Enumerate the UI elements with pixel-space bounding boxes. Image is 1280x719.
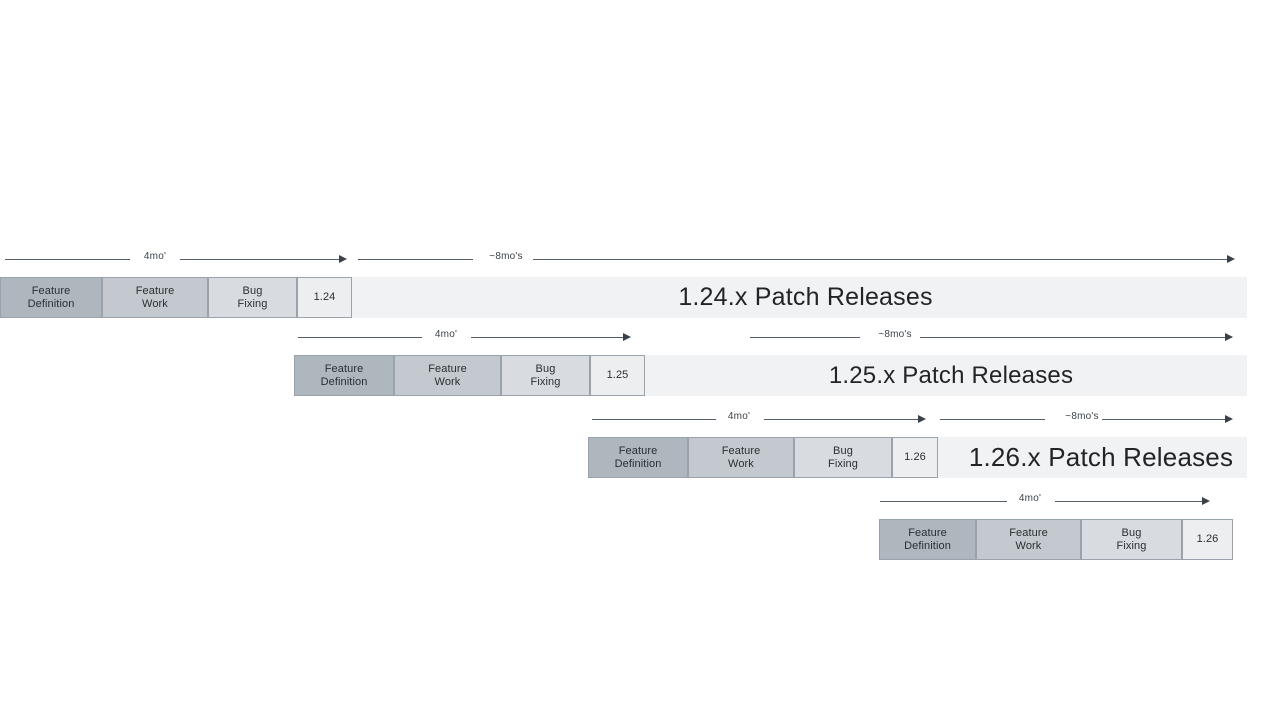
phase-label-line1: Feature — [618, 444, 658, 457]
phase-label-line2: Work — [434, 375, 461, 388]
patch-release-label: 1.25.x Patch Releases — [828, 361, 1074, 389]
phase-label-line1: Bug — [1121, 526, 1142, 539]
phase-label-line1: Feature — [428, 362, 467, 375]
phase-feature-work[interactable]: Feature Work — [688, 437, 794, 478]
measure-line-left — [358, 259, 473, 260]
phase-feature-work[interactable]: Feature Work — [976, 519, 1081, 560]
phase-label-line2: Fixing — [530, 375, 561, 388]
arrow-head-icon — [1225, 333, 1233, 341]
version-box[interactable]: 1.26 — [1182, 519, 1233, 560]
arrow-head-icon — [623, 333, 631, 341]
phase-label-line2: Fixing — [237, 297, 268, 310]
measure-line-left — [750, 337, 860, 338]
version-label: 1.24 — [313, 291, 336, 303]
measure-line-right — [533, 259, 1227, 260]
phase-bug-fixing[interactable]: Bug Fixing — [208, 277, 297, 318]
phase-feature-work[interactable]: Feature Work — [102, 277, 208, 318]
version-label: 1.26 — [1196, 533, 1219, 545]
measure-label: ~8mo's — [878, 329, 912, 340]
phase-feature-work[interactable]: Feature Work — [394, 355, 501, 396]
phase-label-line2: Definition — [27, 297, 75, 310]
dev-duration-measure-1-24: 4mo' — [5, 251, 350, 269]
phase-label-line2: Work — [1015, 539, 1042, 552]
phase-label-line2: Fixing — [1116, 539, 1147, 552]
phase-label-line1: Feature — [324, 362, 364, 375]
phase-label-line2: Definition — [320, 375, 368, 388]
version-label: 1.26 — [904, 451, 926, 463]
phase-bug-fixing[interactable]: Bug Fixing — [1081, 519, 1182, 560]
dev-duration-measure-next: 4mo' — [880, 493, 1225, 511]
measure-line-left — [298, 337, 422, 338]
phase-bug-fixing[interactable]: Bug Fixing — [794, 437, 892, 478]
phase-feature-definition[interactable]: Feature Definition — [0, 277, 102, 318]
measure-label: 4mo' — [727, 411, 751, 422]
phase-label-line2: Definition — [614, 457, 662, 470]
phase-label-line2: Fixing — [828, 457, 858, 470]
phase-label-line1: Feature — [1009, 526, 1048, 539]
patch-release-label: 1.24.x Patch Releases — [678, 283, 933, 311]
phase-label-line1: Feature — [721, 444, 761, 457]
measure-line-right — [1102, 419, 1225, 420]
measure-line-left — [940, 419, 1045, 420]
measure-label: 4mo' — [1018, 493, 1042, 504]
measure-line-left — [592, 419, 716, 420]
patch-release-band-1-26: 1.26.x Patch Releases — [937, 437, 1247, 478]
phase-boxes-next: Feature Definition Feature Work Bug Fixi… — [879, 519, 1233, 560]
phase-label-line1: Feature — [135, 284, 175, 297]
phase-boxes-1-26: Feature Definition Feature Work Bug Fixi… — [588, 437, 938, 478]
version-box[interactable]: 1.25 — [590, 355, 645, 396]
measure-line-left — [5, 259, 130, 260]
phase-boxes-1-24: Feature Definition Feature Work Bug Fixi… — [0, 277, 352, 318]
phase-label-line2: Definition — [904, 539, 951, 552]
phase-label-line1: Bug — [242, 284, 263, 297]
arrow-head-icon — [339, 255, 347, 263]
measure-line-left — [880, 501, 1007, 502]
patch-duration-measure-1-25: ~8mo's — [750, 329, 1240, 347]
phase-label-line1: Bug — [833, 444, 853, 457]
patch-release-band-1-25: 1.25.x Patch Releases — [645, 355, 1247, 396]
phase-bug-fixing[interactable]: Bug Fixing — [501, 355, 590, 396]
measure-line-right — [920, 337, 1225, 338]
patch-release-label: 1.26.x Patch Releases — [968, 442, 1234, 472]
arrow-head-icon — [918, 415, 926, 423]
measure-line-right — [1055, 501, 1205, 502]
phase-label-line2: Work — [142, 297, 168, 310]
phase-feature-definition[interactable]: Feature Definition — [879, 519, 976, 560]
dev-duration-measure-1-26: 4mo' — [592, 411, 934, 429]
patch-duration-measure-1-24: ~8mo's — [358, 251, 1238, 269]
patch-duration-measure-1-26: ~8mo's — [940, 411, 1240, 429]
measure-label: 4mo' — [143, 251, 167, 262]
measure-label: 4mo' — [434, 329, 458, 340]
measure-line-right — [180, 259, 342, 260]
phase-label-line1: Feature — [908, 526, 947, 539]
version-label: 1.25 — [606, 369, 629, 381]
measure-line-right — [764, 419, 920, 420]
arrow-head-icon — [1202, 497, 1210, 505]
phase-label-line2: Work — [728, 457, 754, 470]
phase-feature-definition[interactable]: Feature Definition — [294, 355, 394, 396]
arrow-head-icon — [1227, 255, 1235, 263]
dev-duration-measure-1-25: 4mo' — [298, 329, 638, 347]
measure-label: ~8mo's — [489, 251, 523, 262]
version-box[interactable]: 1.26 — [892, 437, 938, 478]
phase-feature-definition[interactable]: Feature Definition — [588, 437, 688, 478]
phase-label-line1: Feature — [31, 284, 71, 297]
arrow-head-icon — [1225, 415, 1233, 423]
measure-line-right — [471, 337, 626, 338]
phase-boxes-1-25: Feature Definition Feature Work Bug Fixi… — [294, 355, 645, 396]
measure-label: ~8mo's — [1065, 411, 1099, 422]
version-box[interactable]: 1.24 — [297, 277, 352, 318]
phase-label-line1: Bug — [535, 362, 556, 375]
patch-release-band-1-24: 1.24.x Patch Releases — [352, 277, 1247, 318]
